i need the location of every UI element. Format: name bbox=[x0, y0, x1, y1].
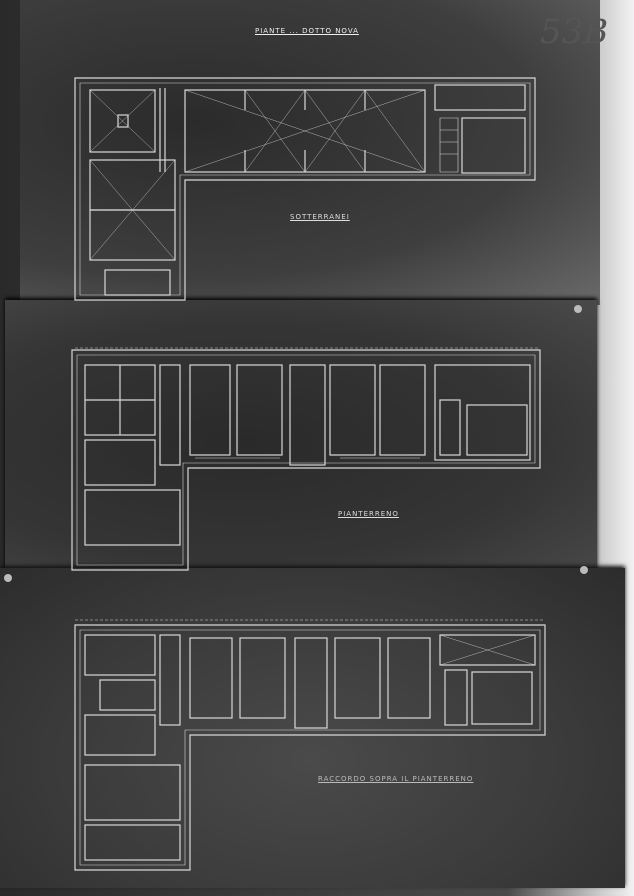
plan-label-ground-floor: PIANTERRENO bbox=[338, 510, 399, 518]
plan-upper-floor bbox=[74, 619, 546, 871]
handwritten-mark: 53B bbox=[540, 12, 609, 52]
pin-icon bbox=[4, 574, 12, 582]
plan-label-basement: SOTTERRANEI bbox=[290, 213, 350, 221]
sheet-title: PIANTE ... DOTTO NOVA bbox=[255, 27, 359, 35]
pin-icon bbox=[574, 305, 582, 313]
plan-ground-floor bbox=[71, 347, 541, 571]
plan-basement bbox=[74, 77, 536, 301]
pin-icon bbox=[580, 566, 588, 574]
sheet-ground-floor-plan bbox=[5, 300, 597, 585]
plan-label-upper-floor: RACCORDO SOPRA IL PIANTERRENO bbox=[318, 775, 474, 783]
